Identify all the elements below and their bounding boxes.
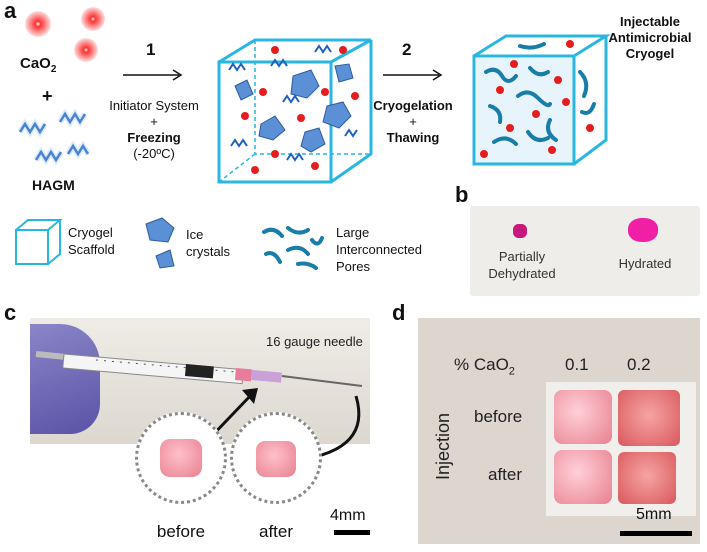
product-line1: Injectable bbox=[620, 14, 680, 29]
panel-d-photo: % CaO2 0.1 0.2 Injection before after 5m… bbox=[418, 318, 700, 544]
dehydrated-sample bbox=[513, 224, 527, 238]
cao2-particles-icon bbox=[25, 7, 105, 62]
row-after-label: after bbox=[488, 465, 523, 484]
product-label: Injectable Antimicrobial Cryogel bbox=[600, 14, 700, 62]
step2-arrow bbox=[383, 69, 443, 81]
glove-hand bbox=[30, 324, 100, 434]
panel-c-scale-label: 4mm bbox=[330, 507, 366, 524]
panel-b-photo: Partially Dehydrated Hydrated bbox=[470, 206, 700, 296]
hagm-squiggle-icon bbox=[17, 108, 91, 166]
step2-number: 2 bbox=[402, 40, 412, 59]
scaffold-line2: Scaffold bbox=[68, 242, 115, 257]
cao2-label: CaO2 bbox=[20, 55, 57, 75]
pores-legend-icon bbox=[262, 226, 324, 270]
before-label: before bbox=[156, 522, 206, 541]
step2-plus: + bbox=[409, 114, 417, 129]
scaffold-legend-icon bbox=[15, 219, 63, 265]
row-before-label: before bbox=[474, 407, 523, 426]
pores-line3: Pores bbox=[336, 259, 370, 274]
column-0-1: 0.1 bbox=[565, 355, 589, 374]
pores-legend-label: Large Interconnected Pores bbox=[336, 224, 422, 275]
dehydrated-label: Partially Dehydrated bbox=[474, 248, 570, 282]
before-circle bbox=[135, 412, 227, 504]
step1-text: Initiator System + Freezing (-20ºC) bbox=[96, 98, 212, 162]
cao2-header: % CaO2 bbox=[454, 355, 515, 378]
panel-a-label: a bbox=[4, 0, 17, 23]
needle-label: 16 gauge needle bbox=[266, 334, 363, 349]
scaffold-legend-label: Cryogel Scaffold bbox=[68, 224, 115, 258]
panel-b-label: b bbox=[455, 182, 469, 207]
syringe bbox=[35, 351, 363, 387]
panel-d-scale-label: 5mm bbox=[636, 506, 672, 523]
injection-axis-label: Injection bbox=[433, 412, 454, 481]
before-sample bbox=[160, 439, 202, 477]
ice-line1: Ice bbox=[186, 227, 204, 242]
ice-line2: crystals bbox=[186, 244, 231, 259]
pores-line1: Large bbox=[336, 225, 370, 240]
hydrated-label: Hydrated bbox=[618, 256, 672, 271]
plus-sign: + bbox=[42, 86, 53, 106]
step2-text: Cryogelation + Thawing bbox=[358, 98, 468, 146]
product-line2: Antimicrobial bbox=[608, 30, 692, 45]
step1-line2: Freezing bbox=[127, 130, 181, 145]
pores-line2: Interconnected bbox=[336, 242, 423, 257]
dehydrated-line1: Partially bbox=[498, 249, 546, 264]
after-sample bbox=[256, 441, 296, 477]
ice-legend-icon bbox=[145, 217, 175, 269]
column-0-2: 0.2 bbox=[627, 355, 651, 374]
after-circle bbox=[230, 412, 322, 504]
panel-c-scale-bar bbox=[334, 530, 370, 535]
panel-d-scale-bar bbox=[620, 531, 692, 536]
sample-0-2-before bbox=[618, 390, 680, 446]
step1-plus: + bbox=[150, 114, 158, 129]
step2-line2: Thawing bbox=[386, 130, 440, 145]
hagm-label: HAGM bbox=[32, 177, 75, 193]
dehydrated-line2: Dehydrated bbox=[488, 266, 556, 281]
step2-line1: Cryogelation bbox=[373, 98, 453, 113]
hydrated-sample bbox=[628, 218, 658, 242]
sample-0-2-after bbox=[618, 452, 676, 504]
sample-0-1-after bbox=[554, 450, 612, 504]
frozen-cryogel-cube bbox=[217, 38, 373, 184]
panel-d-label: d bbox=[392, 300, 406, 325]
step1-number: 1 bbox=[146, 40, 156, 59]
panel-c-label: c bbox=[4, 300, 17, 325]
after-label: after bbox=[258, 522, 294, 541]
ice-legend-label: Ice crystals bbox=[186, 226, 230, 260]
step1-arrow bbox=[123, 69, 183, 81]
step1-line3: (-20ºC) bbox=[133, 146, 175, 161]
step1-line1: Initiator System bbox=[109, 98, 199, 113]
sample-0-1-before bbox=[554, 390, 612, 444]
product-line3: Cryogel bbox=[625, 46, 675, 61]
porous-cryogel-cube bbox=[472, 34, 612, 166]
scaffold-line1: Cryogel bbox=[68, 225, 113, 240]
